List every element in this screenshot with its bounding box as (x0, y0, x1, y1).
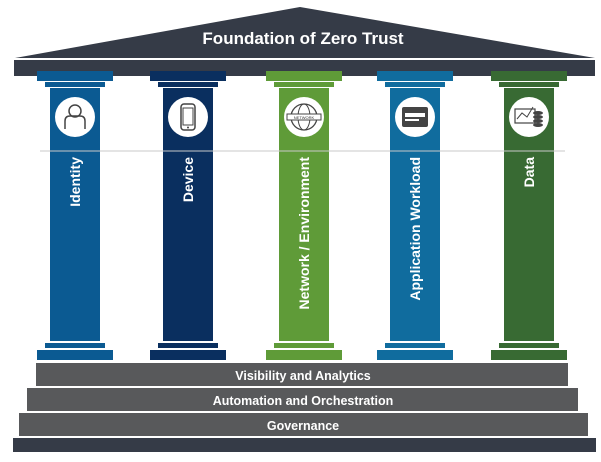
pillar-capital (37, 71, 113, 81)
pillar-label: Data (521, 157, 537, 188)
pillar-capital (377, 71, 453, 81)
roof-title: Foundation of Zero Trust (202, 29, 403, 48)
application-window-icon (395, 97, 435, 137)
pillar-base (491, 350, 567, 360)
pillar-capital-ring (158, 82, 218, 87)
roof (15, 7, 595, 58)
pillar-base-ring (385, 343, 445, 348)
pillar-capital (266, 71, 342, 81)
step-automation-label: Automation and Orchestration (213, 394, 394, 408)
foundation-base (13, 438, 596, 452)
pillar-capital-ring (499, 82, 559, 87)
pillar-capital-ring (385, 82, 445, 87)
pillar-base-ring (499, 343, 559, 348)
pillar-capital-ring (45, 82, 105, 87)
pillar-label: Identity (67, 157, 83, 207)
pillar-base-ring (158, 343, 218, 348)
step-visibility (36, 363, 568, 386)
pillar-base-ring (45, 343, 105, 348)
pillar-base (37, 350, 113, 360)
step-governance (19, 413, 588, 436)
network-icon-text: NETWORK (294, 115, 315, 120)
pillar-device (150, 71, 226, 360)
pillar-application-workload (377, 71, 453, 360)
pillar-base (150, 350, 226, 360)
pillar-label: Network / Environment (296, 157, 312, 310)
pillar-label: Application Workload (407, 157, 423, 301)
pillar-capital (491, 71, 567, 81)
step-governance-label: Governance (267, 419, 339, 433)
pillar-capital-ring (274, 82, 334, 87)
pillar-base (266, 350, 342, 360)
pillar-base-ring (274, 343, 334, 348)
step-automation (27, 388, 578, 411)
mobile-device-icon (168, 97, 208, 137)
pillar-identity (37, 71, 113, 360)
pillar-network-environment: NETWORK (266, 71, 342, 360)
person-icon (55, 97, 95, 137)
step-visibility-label: Visibility and Analytics (235, 369, 371, 383)
data-analytics-icon (509, 97, 549, 137)
pillar-label: Device (180, 157, 196, 202)
pillar-base (377, 350, 453, 360)
network-globe-icon: NETWORK (284, 97, 324, 137)
pillar-capital (150, 71, 226, 81)
pillar-data (491, 71, 567, 360)
